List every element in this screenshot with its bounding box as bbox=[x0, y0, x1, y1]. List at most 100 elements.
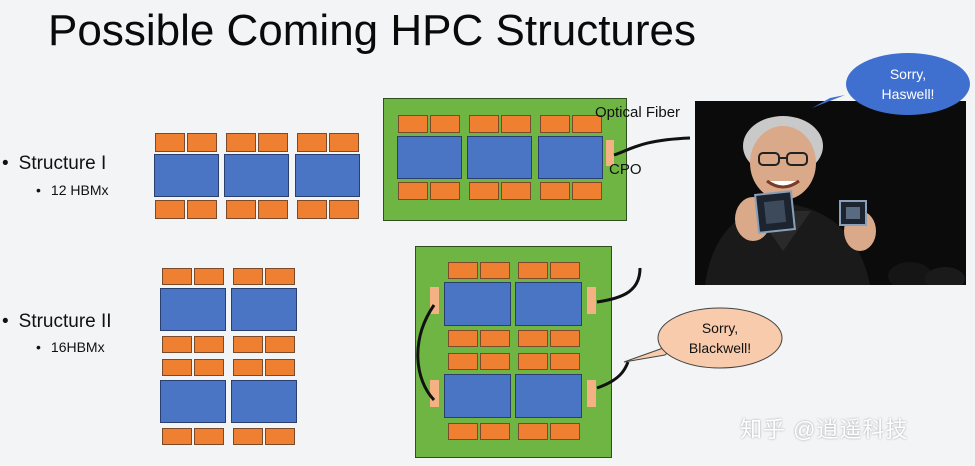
gpu-die bbox=[224, 154, 289, 197]
hbm-block bbox=[398, 115, 428, 133]
hbm-block bbox=[518, 423, 548, 440]
gpu-die bbox=[467, 136, 532, 179]
optical-fiber-label: Optical Fiber bbox=[595, 104, 681, 121]
gpu-die bbox=[515, 374, 582, 418]
gpu-die bbox=[154, 154, 219, 197]
bullet-dot: • bbox=[36, 182, 41, 198]
structure-2-bullet: • Structure II bbox=[2, 311, 112, 333]
hbm-block bbox=[265, 428, 295, 445]
hbm-block bbox=[448, 330, 478, 347]
cpo-module bbox=[587, 287, 596, 314]
structure-2-board bbox=[415, 246, 612, 458]
hbm-block bbox=[480, 353, 510, 370]
hbm-block bbox=[518, 353, 548, 370]
hbm-block bbox=[501, 115, 531, 133]
hbm-block bbox=[501, 182, 531, 200]
optical-fiber-line bbox=[596, 361, 630, 390]
optical-fiber-line bbox=[613, 136, 691, 157]
hbm-block bbox=[258, 133, 288, 152]
cpo-module bbox=[606, 140, 614, 166]
gpu-die bbox=[444, 282, 511, 326]
hbm-block bbox=[162, 268, 192, 285]
presenter-illustration bbox=[705, 116, 965, 285]
gpu-die bbox=[231, 380, 297, 423]
hbm-block bbox=[233, 359, 263, 376]
hbm-block bbox=[469, 115, 499, 133]
hbm-block bbox=[297, 133, 327, 152]
hbm-block bbox=[480, 262, 510, 279]
cpo-module bbox=[430, 287, 439, 314]
hbm-block bbox=[233, 268, 263, 285]
hbm-block bbox=[448, 423, 478, 440]
speech-bubble-blackwell bbox=[657, 307, 783, 369]
hbm-block bbox=[448, 262, 478, 279]
cpo-label: CPO bbox=[609, 161, 642, 178]
gpu-die bbox=[295, 154, 360, 197]
hbm-block bbox=[550, 353, 580, 370]
optical-fiber-line bbox=[596, 267, 642, 304]
hbm-block bbox=[480, 330, 510, 347]
structure-2-sub-label: 16HBMx bbox=[50, 339, 105, 355]
speech-bubble-haswell bbox=[846, 53, 970, 115]
hbm-block bbox=[297, 200, 327, 219]
gpu-die bbox=[397, 136, 462, 179]
hbm-block bbox=[398, 182, 428, 200]
hbm-block bbox=[329, 133, 359, 152]
hbm-block bbox=[430, 115, 460, 133]
gpu-die bbox=[231, 288, 297, 331]
bubble-haswell-text: Sorry, Haswell! bbox=[860, 64, 956, 104]
hbm-block bbox=[329, 200, 359, 219]
hbm-block bbox=[194, 268, 224, 285]
hbm-block bbox=[233, 428, 263, 445]
hbm-block bbox=[265, 336, 295, 353]
bubble-blackwell-line-2: Blackwell! bbox=[688, 340, 752, 356]
presenter-photo bbox=[695, 101, 966, 285]
cpo-module bbox=[430, 380, 439, 407]
hbm-block bbox=[469, 182, 499, 200]
hbm-block bbox=[480, 423, 510, 440]
gpu-die bbox=[444, 374, 511, 418]
hbm-block bbox=[430, 182, 460, 200]
structure-1-sub-bullet: •12 HBMx bbox=[36, 182, 108, 198]
hbm-block bbox=[194, 428, 224, 445]
hbm-block bbox=[550, 262, 580, 279]
bubble-blackwell-text: Sorry, Blackwell! bbox=[672, 318, 768, 358]
hbm-block bbox=[518, 330, 548, 347]
hbm-block bbox=[572, 115, 602, 133]
optical-fiber-line bbox=[416, 304, 436, 402]
bubble-blackwell-line-1: Sorry, bbox=[701, 320, 739, 336]
hbm-block bbox=[265, 268, 295, 285]
slide-title: Possible Coming HPC Structures bbox=[48, 6, 697, 55]
hbm-block bbox=[550, 423, 580, 440]
gpu-die bbox=[538, 136, 603, 179]
cpo-module bbox=[587, 380, 596, 407]
gpu-die bbox=[160, 380, 226, 423]
hbm-block bbox=[162, 428, 192, 445]
gpu-die bbox=[515, 282, 582, 326]
hbm-block bbox=[550, 330, 580, 347]
hbm-block bbox=[265, 359, 295, 376]
gpu-die bbox=[160, 288, 226, 331]
speech-bubble-tail bbox=[812, 95, 845, 108]
structure-1-label: Structure I bbox=[18, 153, 107, 174]
hbm-block bbox=[162, 336, 192, 353]
hbm-block bbox=[540, 182, 570, 200]
hbm-block bbox=[162, 359, 192, 376]
bullet-dot: • bbox=[2, 311, 9, 332]
hbm-block bbox=[187, 133, 217, 152]
hbm-block bbox=[572, 182, 602, 200]
bubble-haswell-line-2: Haswell! bbox=[881, 86, 935, 102]
bullet-dot: • bbox=[2, 153, 9, 174]
hbm-block bbox=[155, 133, 185, 152]
hbm-block bbox=[448, 353, 478, 370]
hbm-block bbox=[518, 262, 548, 279]
hbm-block bbox=[258, 200, 288, 219]
bubble-haswell-line-1: Sorry, bbox=[889, 66, 927, 82]
structure-1-bullet: • Structure I bbox=[2, 153, 106, 175]
structure-2-label: Structure II bbox=[18, 311, 112, 332]
bullet-dot: • bbox=[36, 339, 41, 355]
hbm-block bbox=[540, 115, 570, 133]
hbm-block bbox=[155, 200, 185, 219]
hbm-block bbox=[226, 133, 256, 152]
structure-2-sub-bullet: • 16HBMx bbox=[36, 339, 105, 355]
